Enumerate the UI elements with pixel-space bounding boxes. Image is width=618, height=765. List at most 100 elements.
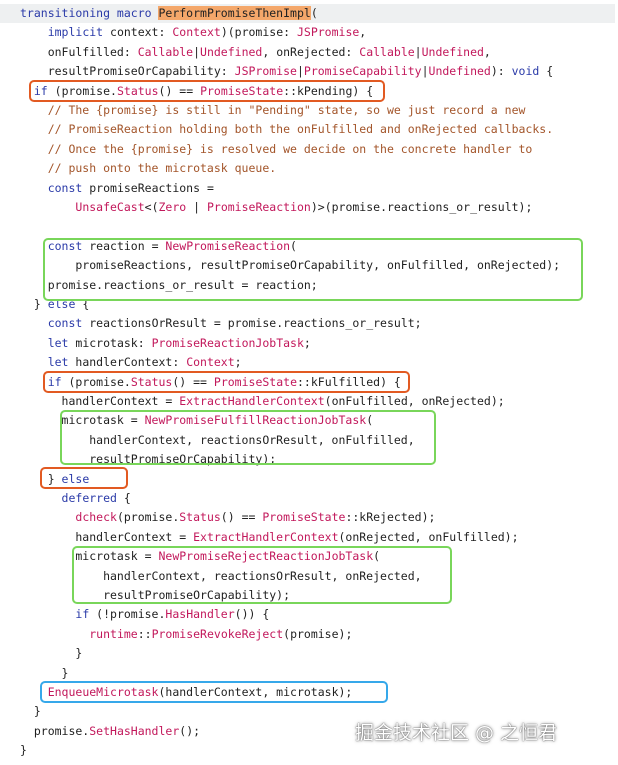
code-line: EnqueueMicrotask(handlerContext, microta… (0, 683, 353, 702)
code-token: <( (144, 200, 159, 214)
code-token: } (20, 646, 83, 661)
code-line: dcheck(promise.Status() == PromiseState:… (0, 508, 435, 527)
code-token: { (539, 64, 554, 79)
kfulfilled-condition-box (43, 371, 410, 393)
code-token: Status (179, 510, 221, 525)
code-token: promiseReactions = (82, 180, 214, 195)
code-line: runtime::PromiseRevokeReject(promise); (0, 625, 352, 644)
code-token: | (193, 44, 201, 59)
code-token: ; (234, 355, 242, 370)
code-token: if (33, 83, 48, 98)
code-token: handlerContext = (20, 529, 194, 544)
code-line: if (promise.Status() == PromiseState::kP… (0, 82, 373, 101)
code-token: | (421, 64, 429, 79)
code-token: resultPromiseOrCapability); (20, 588, 291, 602)
code-token: PromiseState (200, 83, 284, 98)
code-line: const reaction = NewPromiseReaction( (0, 237, 297, 256)
code-line: resultPromiseOrCapability: JSPromise|Pro… (0, 62, 554, 81)
code-token: const (47, 238, 83, 253)
reject-microtask-box (72, 546, 452, 604)
code-token: PromiseState (262, 510, 346, 525)
code-token: ( (310, 6, 318, 20)
code-line (0, 217, 20, 236)
code-token: Status (130, 374, 173, 389)
code-token: Callable (359, 44, 415, 59)
code-token: (onFulfilled, onRejected); (324, 394, 505, 408)
code-line: // PromiseReaction holding both the onFu… (0, 120, 553, 139)
code-token: Context (172, 25, 221, 40)
fulfill-microtask-box (60, 410, 436, 465)
code-token: ): (490, 64, 512, 79)
code-token: } (20, 743, 27, 758)
code-token: , (359, 25, 367, 40)
new-reaction-box (43, 238, 583, 301)
code-line: microtask = NewPromiseFulfillReactionJob… (0, 411, 374, 430)
code-token: Undefined (428, 64, 491, 79)
code-token: JSPromise (296, 25, 360, 40)
code-token: implicit (47, 25, 104, 40)
code-line: handlerContext, reactionsOrResult, onFul… (0, 431, 414, 450)
code-token: ( (290, 238, 297, 253)
code-token: promise.reactions_or_result = reaction; (20, 277, 318, 292)
code-token (20, 181, 48, 195)
code-token: (); (179, 723, 201, 738)
code-line: implicit context: Context)(promise: JSPr… (0, 23, 367, 42)
code-token: } (20, 297, 48, 311)
code-line: const reactionsOrResult = promise.reacti… (0, 314, 422, 333)
code-line: } else (0, 470, 90, 489)
code-token: PromiseState (213, 374, 297, 389)
code-token: | (296, 64, 304, 79)
code-token: handlerContext: (68, 355, 187, 370)
code-token: Status (116, 83, 159, 98)
code-token: ExtractHandlerContext (179, 394, 325, 408)
code-token: EnqueueMicrotask (47, 685, 159, 699)
code-line: microtask = NewPromiseRejectReactionJobT… (0, 547, 380, 566)
code-line: resultPromiseOrCapability); (0, 586, 290, 605)
code-token: // Once the {promise} is resolved we dec… (20, 141, 533, 156)
code-token: (handlerContext, microtask); (158, 685, 353, 699)
code-token: context: (103, 25, 173, 40)
code-token: { (116, 491, 131, 505)
code-token: onFulfilled: (20, 44, 138, 59)
code-line: } (0, 702, 41, 721)
code-token: resultPromiseOrCapability: (20, 64, 235, 79)
code-token: ()) { (234, 607, 270, 622)
enqueue-microtask-box (40, 681, 388, 703)
code-line: } (0, 741, 27, 760)
code-token: () == (158, 83, 201, 98)
code-token: NewPromiseFulfillReactionJobTask (144, 413, 367, 428)
code-line: handlerContext, reactionsOrResult, onRej… (0, 567, 422, 586)
code-line: handlerContext = ExtractHandlerContext(o… (0, 528, 519, 547)
code-line: promise.reactions_or_result = reaction; (0, 276, 318, 295)
code-token: NewPromiseReaction (165, 238, 291, 253)
code-token: UnsafeCast (75, 200, 145, 214)
code-token: | (186, 200, 207, 214)
code-token: } (20, 704, 41, 719)
code-token: PerformPromiseThenImpl (158, 6, 311, 20)
code-token: ( (366, 413, 374, 428)
code-line: handlerContext = ExtractHandlerContext(o… (0, 392, 505, 411)
code-token: (promise. (116, 510, 180, 525)
code-line: if (!promise.HasHandler()) { (0, 605, 269, 624)
code-token: Zero (158, 200, 187, 214)
code-line: UnsafeCast<(Zero | PromiseReaction)>(pro… (0, 198, 532, 217)
code-line: deferred { (0, 489, 131, 508)
code-line: // The {promise} is still in "Pending" s… (0, 101, 526, 120)
code-token: microtask: (68, 335, 152, 350)
code-token: (onRejected, onFulfilled); (338, 529, 519, 544)
code-token: void (511, 64, 540, 79)
code-token: ::kPending) { (283, 83, 374, 98)
code-token: , onRejected: (262, 44, 360, 59)
code-line: resultPromiseOrCapability); (0, 450, 276, 469)
code-token: // The {promise} is still in "Pending" s… (20, 103, 526, 117)
code-token: if (47, 374, 62, 389)
code-token: ::kRejected); (345, 510, 436, 525)
code-token: deferred (61, 491, 117, 505)
code-token: const (47, 180, 83, 195)
code-token: } (20, 665, 69, 680)
code-token: (promise. (61, 374, 131, 389)
code-token: HasHandler (165, 607, 235, 622)
code-token: Callable (137, 44, 194, 59)
code-line: onFulfilled: Callable|Undefined, onRejec… (0, 43, 491, 62)
code-token: handlerContext = (20, 394, 180, 408)
